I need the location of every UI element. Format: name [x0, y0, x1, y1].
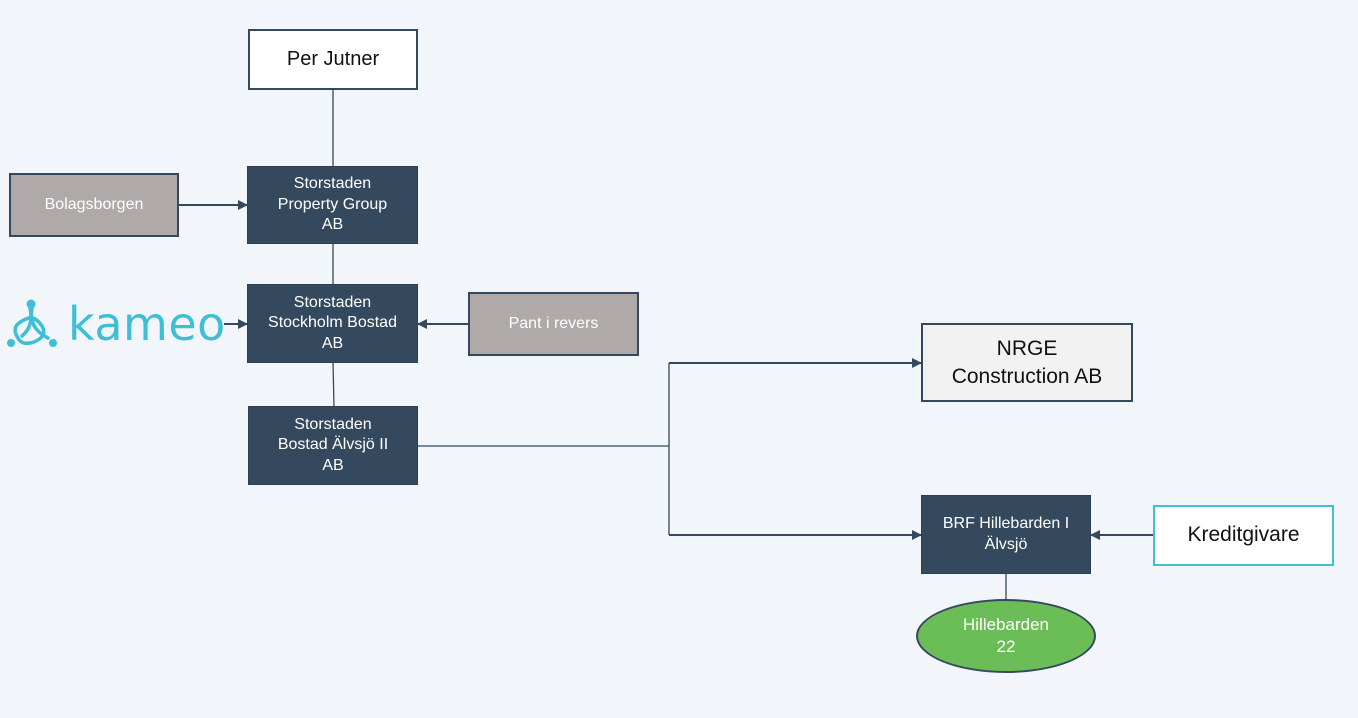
kameo-logo-icon: [7, 299, 57, 347]
kameo-logo-text: kameo: [68, 297, 226, 351]
per-jutner-node: Per Jutner: [248, 29, 418, 90]
bolagsborgen-node: Bolagsborgen: [9, 173, 179, 237]
stockholm-bostad-node: Storstaden Stockholm Bostad AB: [247, 284, 418, 363]
brf-hillebarden-node: BRF Hillebarden I Älvsjö: [921, 495, 1091, 574]
hillebarden-22-node: Hillebarden 22: [916, 599, 1096, 673]
kreditgivare-node: Kreditgivare: [1153, 505, 1334, 566]
property-group-node: Storstaden Property Group AB: [247, 166, 418, 244]
pant-i-revers-node: Pant i revers: [468, 292, 639, 356]
connector-stockholm-alvsjo: [332, 361, 335, 408]
kameo-logo: kameo: [4, 296, 226, 352]
bostad-alvsjo-node: Storstaden Bostad Älvsjö II AB: [248, 406, 418, 485]
nrge-construction-node: NRGE Construction AB: [921, 323, 1133, 402]
